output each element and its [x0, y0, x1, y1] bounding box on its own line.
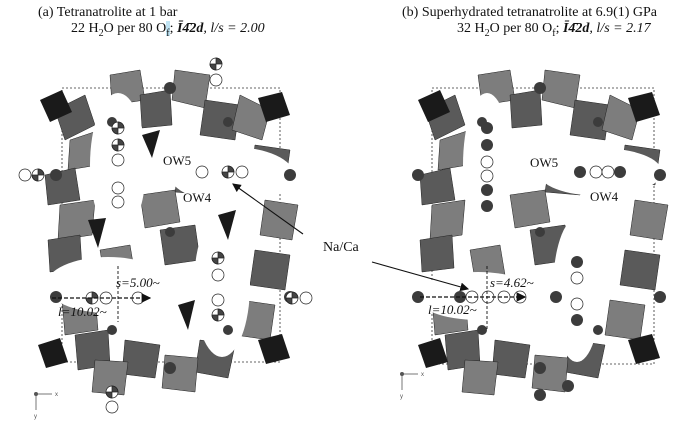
panel-a-channel-2 — [194, 213, 250, 357]
panel-b-title-line1: (b) Superhydrated tetranatrolite at 6.9(… — [402, 5, 658, 20]
panel-b-water-o: O per 80 O — [489, 21, 553, 36]
panel-b-axis-indicator: x y — [400, 372, 424, 400]
panel-a-black-square — [38, 338, 68, 368]
panel-a-black-triangle — [142, 130, 160, 158]
panel-a-black-square — [258, 92, 290, 122]
panel-a-axis-y: y — [34, 414, 37, 420]
panel-b-ratio: , l/s = 2.17 — [589, 21, 651, 36]
na-ca-arrow-left — [232, 183, 304, 235]
panel-b-title-line2: 32 H2O per 80 Of; Ī4̄2d, l/s = 2.17 — [457, 21, 651, 39]
panel-a-black-square — [258, 334, 290, 364]
panel-a-title-line1: (a) Tetranatrolite at 1 bar — [38, 5, 178, 20]
panel-a-structure: s=5.00~ l=10.02~ OW5 OW4 x y — [18, 57, 313, 420]
panel-a-water-o: O per 80 O — [103, 21, 167, 36]
panel-a-axis-indicator: x y — [34, 392, 58, 420]
panel-a-ratio: , l/s = 2.00 — [203, 21, 265, 36]
panel-b-axis-x: x — [421, 372, 424, 378]
panel-b-water-h: H — [474, 21, 485, 36]
panel-b-axis-y: y — [400, 394, 403, 400]
panel-a-black-triangle — [178, 300, 195, 330]
panel-b-water-count: 32 — [457, 21, 471, 36]
panel-a-sub-f: f — [166, 27, 170, 39]
panel-a-title: (a) Tetranatrolite at 1 bar 22 H2O per 8… — [38, 5, 265, 42]
panel-a-black-square — [40, 90, 72, 122]
panel-a-highlight: f — [166, 21, 170, 39]
panel-b-sub-f: f — [552, 27, 556, 39]
panel-a-label-ow4: OW4 — [183, 190, 212, 205]
panel-b-black-square — [628, 92, 660, 122]
na-ca-label: Na/Ca — [323, 240, 360, 255]
panel-a-black-triangle — [218, 210, 236, 240]
panel-a-label-ow5: OW5 — [163, 153, 191, 168]
panel-b-black-square — [628, 334, 660, 364]
panel-b-channel-2 — [553, 218, 601, 362]
panel-a-dim-s: s=5.00~ — [116, 275, 160, 290]
panel-a-water-count: 22 — [71, 21, 85, 36]
panel-a-black-triangle — [88, 218, 106, 248]
panel-b-cation-atoms — [412, 82, 666, 401]
panel-b-dim-l: l=10.02~ — [428, 302, 477, 317]
panel-b-black-square — [418, 90, 450, 122]
panel-b-label-ow4: OW4 — [590, 189, 619, 204]
panel-a-spacegroup: Ī4̄2d — [176, 21, 204, 36]
panel-b-spacegroup: Ī4̄2d — [562, 21, 590, 36]
panel-a-dim-l: l=10.02~ — [58, 304, 107, 319]
panel-b-dim-s: s=4.62~ — [490, 275, 534, 290]
panel-b-framework — [419, 69, 669, 396]
panel-a-water-atoms — [18, 57, 313, 414]
na-ca-arrow-right — [371, 261, 470, 292]
panel-b-black-square — [418, 338, 448, 368]
panel-a-water-h: H — [88, 21, 99, 36]
panel-b-title: (b) Superhydrated tetranatrolite at 6.9(… — [402, 5, 657, 42]
panel-a-axis-x: x — [55, 392, 58, 398]
panel-b-label-ow5: OW5 — [530, 155, 558, 170]
panel-b-structure: s=4.62~ l=10.02~ OW5 OW4 x y — [400, 69, 669, 401]
panel-a-title-line2: 22 H2O per 80 Of; Ī4̄2d, l/s = 2.00 — [71, 21, 265, 39]
